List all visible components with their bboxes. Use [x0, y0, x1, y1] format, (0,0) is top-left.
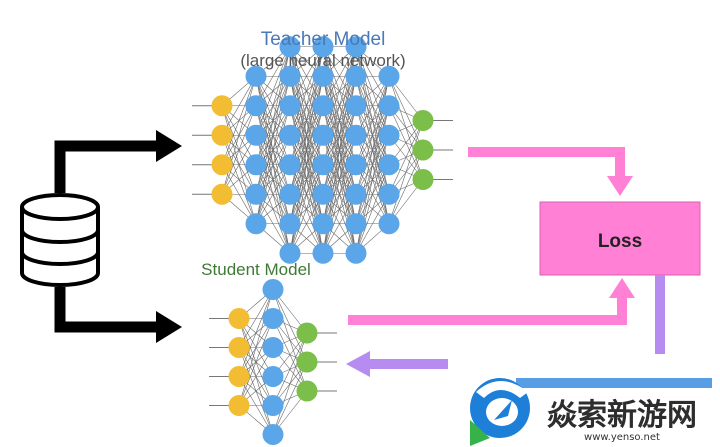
teacher-node-l3-n3	[312, 124, 334, 146]
teacher-node-l1-n4	[245, 183, 267, 205]
teacher-node-l2-n5	[279, 183, 301, 205]
student-node-l1-n0	[262, 279, 284, 300]
teacher-node-l2-n2	[279, 95, 301, 117]
teacher-node-l1-n0	[245, 65, 267, 87]
teacher-node-l3-n0	[312, 36, 334, 58]
teacher-node-l5-n2	[378, 124, 400, 146]
teacher-node-l3-n4	[312, 154, 334, 176]
database-icon	[20, 193, 100, 287]
loss-label: Loss	[598, 231, 642, 252]
teacher-node-l4-n0	[345, 36, 367, 58]
student-network	[209, 279, 337, 445]
teacher-node-l4-n4	[345, 154, 367, 176]
student-node-l1-n5	[262, 424, 284, 445]
student-node-l0-n0	[228, 308, 250, 329]
teacher-node-l3-n6	[312, 213, 334, 235]
student-node-l0-n3	[228, 395, 250, 416]
teacher-node-l3-n5	[312, 183, 334, 205]
student-node-l1-n2	[262, 337, 284, 358]
teacher-node-l1-n5	[245, 213, 267, 235]
teacher-node-l1-n1	[245, 95, 267, 117]
student-to-loss-arrow	[348, 278, 635, 325]
student-node-l1-n3	[262, 366, 284, 387]
student-node-l2-n1	[296, 351, 318, 373]
student-node-l1-n1	[262, 308, 284, 329]
watermark-logo-icon	[470, 378, 530, 446]
data-to-teacher-arrow	[54, 130, 182, 193]
teacher-node-l2-n3	[279, 124, 301, 146]
teacher-node-l4-n2	[345, 95, 367, 117]
student-node-l2-n2	[296, 380, 318, 402]
data-to-student-arrow	[54, 287, 182, 343]
teacher-node-l3-n2	[312, 95, 334, 117]
teacher-node-l5-n5	[378, 213, 400, 235]
teacher-node-l4-n7	[345, 242, 367, 264]
teacher-to-loss-arrow	[468, 147, 633, 196]
loss-box	[539, 201, 701, 276]
teacher-network	[192, 36, 453, 264]
teacher-node-l3-n7	[312, 242, 334, 264]
teacher-node-l2-n4	[279, 154, 301, 176]
watermark-text: 焱索新游网	[547, 398, 697, 433]
teacher-node-l1-n2	[245, 124, 267, 146]
student-title: Student Model	[201, 260, 311, 279]
teacher-node-l2-n6	[279, 213, 301, 235]
teacher-node-l0-n0	[211, 95, 233, 117]
teacher-node-l3-n1	[312, 65, 334, 87]
teacher-node-l5-n4	[378, 183, 400, 205]
student-node-l0-n2	[228, 366, 250, 387]
teacher-node-l1-n3	[245, 154, 267, 176]
teacher-node-l5-n3	[378, 154, 400, 176]
teacher-node-l4-n1	[345, 65, 367, 87]
watermark: 焱索新游网 www.yenso.net	[448, 354, 720, 447]
teacher-title: Teacher Model	[261, 29, 386, 50]
teacher-node-l5-n1	[378, 95, 400, 117]
watermark-bar	[516, 378, 712, 388]
teacher-node-l0-n1	[211, 124, 233, 146]
teacher-node-l2-n7	[279, 242, 301, 264]
teacher-node-l4-n6	[345, 213, 367, 235]
teacher-node-l6-n2	[412, 169, 434, 190]
student-node-l1-n4	[262, 395, 284, 416]
teacher-node-l6-n0	[412, 110, 434, 131]
teacher-node-l4-n5	[345, 183, 367, 205]
teacher-subtitle: (large neural network)	[240, 51, 405, 70]
teacher-node-l0-n3	[211, 183, 233, 205]
teacher-node-l4-n3	[345, 124, 367, 146]
student-node-l2-n0	[296, 322, 318, 344]
teacher-node-l6-n1	[412, 139, 434, 161]
watermark-url: www.yenso.net	[584, 432, 660, 443]
student-node-l0-n1	[228, 337, 250, 358]
teacher-node-l2-n0	[279, 36, 301, 58]
teacher-node-l5-n0	[378, 65, 400, 87]
teacher-node-l0-n2	[211, 154, 233, 176]
teacher-node-l2-n1	[279, 65, 301, 87]
